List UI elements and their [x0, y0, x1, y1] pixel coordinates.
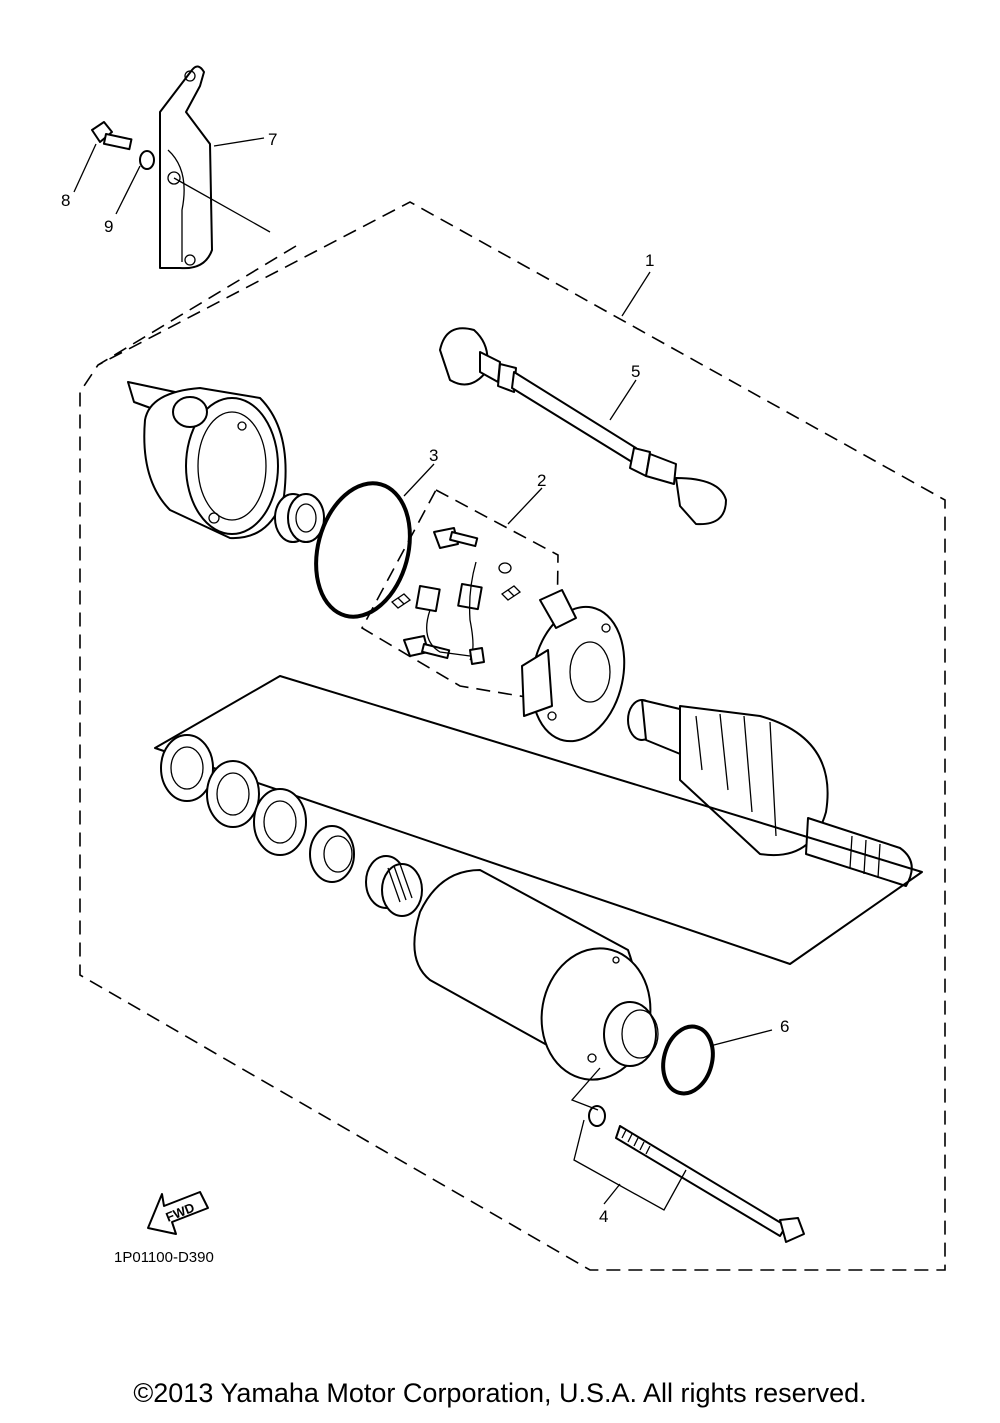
o-ring-part-3 [314, 481, 412, 619]
yoke-housing [413, 869, 659, 1081]
front-bushing [274, 493, 325, 543]
callout-4: 4 [599, 1207, 608, 1226]
callout-labels: 1 2 3 4 5 6 7 8 9 [61, 130, 789, 1226]
callout-2: 2 [537, 471, 546, 490]
copyright-notice: ©2013 Yamaha Motor Corporation, U.S.A. A… [133, 1378, 867, 1408]
lead-wire-part-5 [439, 327, 727, 526]
callout-1: 1 [645, 251, 654, 270]
callout-6: 6 [780, 1017, 789, 1036]
o-ring-part-6 [661, 1024, 715, 1096]
brush-plate [521, 589, 626, 743]
through-bolt-part-4 [570, 1067, 805, 1243]
starter-motor-exploded-diagram: 1 2 3 4 5 6 7 8 9 FWD 1P01100-D390 [61, 65, 946, 1271]
callout-7: 7 [268, 130, 277, 149]
front-cover [127, 381, 287, 540]
starter-assembly-outline [79, 201, 946, 1271]
callout-3: 3 [429, 446, 438, 465]
leader-lines [73, 137, 773, 1205]
bolt-part-8 [91, 121, 133, 151]
callout-9: 9 [104, 217, 113, 236]
brush-holder-group-part-2 [360, 489, 559, 703]
callout-8: 8 [61, 191, 70, 210]
washer-bearing-set [154, 675, 923, 965]
armature [627, 699, 913, 887]
diagram-code: 1P01100-D390 [114, 1249, 214, 1266]
bracket-part-7 [159, 65, 271, 270]
callout-5: 5 [631, 362, 640, 381]
washer-part-9 [139, 150, 155, 170]
fwd-arrow-icon: FWD [147, 1191, 209, 1235]
